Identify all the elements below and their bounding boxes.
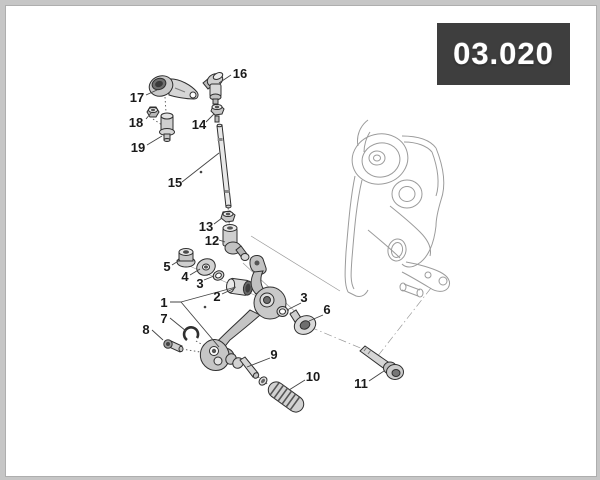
part-label-17: 17: [130, 90, 144, 105]
part-10-drawing: [267, 381, 305, 413]
part-17-drawing: [148, 75, 199, 100]
part-label-1: 1: [160, 295, 167, 310]
leader-lines: [145, 74, 385, 391]
part-label-16: 16: [233, 66, 247, 81]
part-16-drawing: [202, 72, 224, 105]
part-12-drawing: [222, 224, 250, 261]
part-11-drawing: [359, 345, 404, 380]
callout-labels: 1 2 3 3 4 5 6 7 8 9 10 11 12 13 14 15 16…: [129, 66, 368, 391]
part-4-drawing: [196, 258, 216, 276]
part-15-drawing: [216, 123, 232, 209]
part-label-6: 6: [323, 302, 330, 317]
part-2-drawing: [226, 277, 253, 296]
part-label-8: 8: [142, 322, 149, 337]
part-label-18: 18: [129, 115, 143, 130]
part-3-left-drawing: [212, 270, 225, 281]
part-label-13: 13: [199, 219, 213, 234]
part-label-19: 19: [131, 140, 145, 155]
part-8-drawing: [163, 339, 184, 353]
part-6-drawing: [289, 309, 317, 335]
part-label-9: 9: [270, 347, 277, 362]
part-7-drawing: [182, 326, 200, 342]
part-label-10: 10: [306, 369, 320, 384]
part-label-3-right: 3: [300, 290, 307, 305]
part-9-drawing: [225, 353, 268, 386]
part-5-drawing: [176, 248, 196, 268]
part-label-3-left: 3: [196, 276, 203, 291]
section-code-text: 03.020: [453, 36, 554, 71]
part-13-drawing: [220, 210, 236, 223]
part-label-12: 12: [205, 233, 219, 248]
part-label-2: 2: [213, 289, 220, 304]
part-label-5: 5: [163, 259, 170, 274]
part-label-4: 4: [181, 269, 189, 284]
part-3-right-drawing: [276, 306, 289, 317]
part-18-drawing: [146, 106, 160, 118]
part-14-drawing: [210, 104, 225, 123]
part-19-drawing: [159, 112, 175, 142]
section-code-plate: 03.020: [437, 23, 570, 85]
bracket-drawing: [344, 119, 451, 298]
part-label-11: 11: [354, 376, 368, 391]
part-label-14: 14: [192, 117, 207, 132]
part-label-15: 15: [168, 175, 182, 190]
part-label-7: 7: [160, 311, 167, 326]
